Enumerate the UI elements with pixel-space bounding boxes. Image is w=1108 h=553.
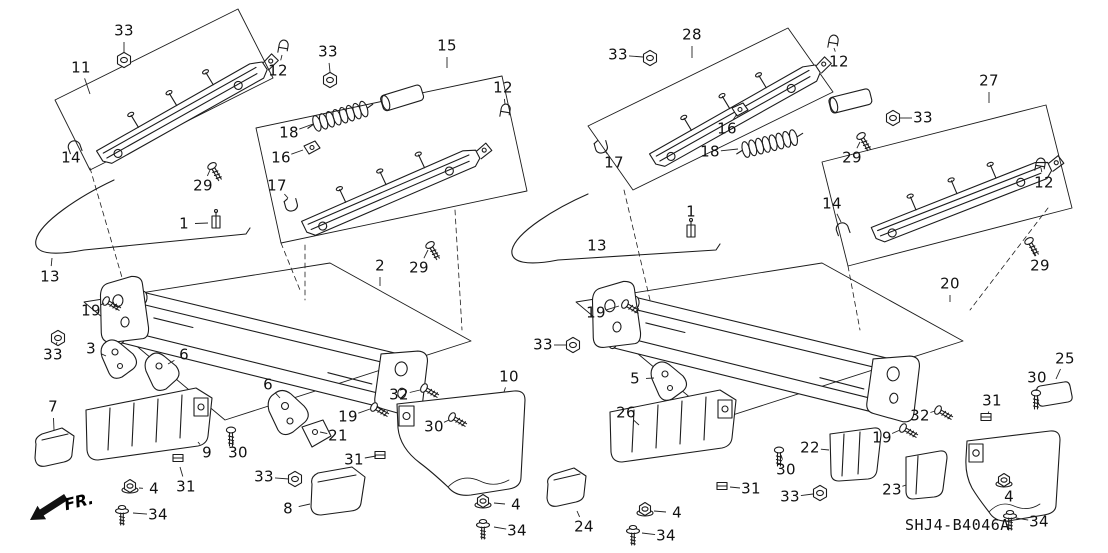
part-callout-24[interactable]: 24: [574, 517, 594, 536]
part-callout-29[interactable]: 29: [842, 148, 862, 167]
cover-25: [1036, 381, 1073, 407]
part-callout-14[interactable]: 14: [61, 148, 81, 167]
part-callout-33[interactable]: 33: [780, 487, 800, 506]
part-callout-34[interactable]: 34: [1029, 512, 1049, 531]
part-callout-4[interactable]: 4: [1004, 487, 1014, 506]
part-callout-1[interactable]: 1: [686, 202, 696, 221]
part-callout-7[interactable]: 7: [48, 397, 58, 416]
part-callout-32[interactable]: 32: [389, 385, 409, 404]
part-callout-1[interactable]: 1: [179, 214, 189, 233]
part-callout-34[interactable]: 34: [656, 526, 676, 545]
latch-16-left: [303, 140, 321, 155]
part-callout-10[interactable]: 10: [499, 367, 519, 386]
part-callout-3[interactable]: 3: [86, 339, 96, 358]
part-callout-33[interactable]: 33: [254, 467, 274, 486]
part-callout-29[interactable]: 29: [409, 258, 429, 277]
part-callout-30[interactable]: 30: [424, 417, 444, 436]
part-callout-4[interactable]: 4: [511, 495, 521, 514]
part-callout-25[interactable]: 25: [1055, 349, 1075, 368]
part-callout-13[interactable]: 13: [40, 267, 60, 286]
part-callout-33[interactable]: 33: [43, 345, 63, 364]
bracket-21: [301, 419, 332, 448]
part-callout-31[interactable]: 31: [741, 479, 761, 498]
latch-16-right: [731, 102, 749, 117]
bracket-5: [650, 361, 688, 401]
part-callout-11[interactable]: 11: [71, 58, 91, 77]
part-callout-13[interactable]: 13: [587, 236, 607, 255]
part-callout-16[interactable]: 16: [717, 119, 737, 138]
part-callout-30[interactable]: 30: [1027, 368, 1047, 387]
part-callout-17[interactable]: 17: [267, 176, 287, 195]
part-callout-34[interactable]: 34: [148, 505, 168, 524]
part-callout-31[interactable]: 31: [176, 477, 196, 496]
part-callout-19[interactable]: 19: [81, 301, 101, 320]
projection-lines: [89, 167, 1049, 331]
part-callout-18[interactable]: 18: [279, 123, 299, 142]
part-callout-33[interactable]: 33: [114, 21, 134, 40]
part-callout-32[interactable]: 32: [910, 406, 930, 425]
cover-right-large: [965, 430, 1061, 522]
part-callout-21[interactable]: 21: [328, 426, 348, 445]
part-callout-14[interactable]: 14: [822, 194, 842, 213]
wire-rods: [35, 179, 721, 264]
part-callout-6[interactable]: 6: [179, 345, 189, 364]
part-callout-33[interactable]: 33: [318, 42, 338, 61]
part-callout-34[interactable]: 34: [507, 521, 527, 540]
part-callout-33[interactable]: 33: [533, 335, 553, 354]
cover-10: [396, 390, 526, 496]
part-callout-30[interactable]: 30: [228, 443, 248, 462]
part-callout-2[interactable]: 2: [375, 256, 385, 275]
part-callout-5[interactable]: 5: [630, 369, 640, 388]
part-callout-28[interactable]: 28: [682, 25, 702, 44]
part-callout-20[interactable]: 20: [940, 274, 960, 293]
fr-direction-arrow: [30, 494, 68, 520]
part-callout-12[interactable]: 12: [268, 61, 288, 80]
cover-23: [905, 450, 948, 500]
part-callout-33[interactable]: 33: [913, 108, 933, 127]
part-callout-8[interactable]: 8: [283, 499, 293, 518]
part-callout-16[interactable]: 16: [271, 148, 291, 167]
part-callout-29[interactable]: 29: [1030, 256, 1050, 275]
part-callout-18[interactable]: 18: [700, 142, 720, 161]
part-callout-19[interactable]: 19: [338, 407, 358, 426]
part-callout-17[interactable]: 17: [604, 153, 624, 172]
part-callout-30[interactable]: 30: [776, 460, 796, 479]
part-callout-22[interactable]: 22: [800, 438, 820, 457]
part-callout-9[interactable]: 9: [202, 443, 212, 462]
part-callout-4[interactable]: 4: [149, 479, 159, 498]
cover-22: [829, 427, 882, 482]
diagram-code: SHJ4-B4046A: [905, 516, 1010, 534]
part-callout-29[interactable]: 29: [193, 176, 213, 195]
part-callout-6[interactable]: 6: [263, 375, 273, 394]
part-callout-27[interactable]: 27: [979, 71, 999, 90]
part-callout-33[interactable]: 33: [608, 45, 628, 64]
part-callout-12[interactable]: 12: [829, 52, 849, 71]
part-callout-31[interactable]: 31: [344, 450, 364, 469]
part-callout-12[interactable]: 12: [493, 78, 513, 97]
part-callout-31[interactable]: 31: [982, 391, 1002, 410]
part-callout-23[interactable]: 23: [882, 480, 902, 499]
bracket-6b: [267, 389, 309, 436]
part-callout-19[interactable]: 19: [586, 303, 606, 322]
part-callout-12[interactable]: 12: [1034, 173, 1054, 192]
part-callout-19[interactable]: 19: [872, 428, 892, 447]
part-callout-15[interactable]: 15: [437, 36, 457, 55]
bracket-3: [100, 339, 138, 379]
cover-8: [310, 466, 366, 516]
part-callout-26[interactable]: 26: [616, 403, 636, 422]
part-callout-4[interactable]: 4: [672, 503, 682, 522]
